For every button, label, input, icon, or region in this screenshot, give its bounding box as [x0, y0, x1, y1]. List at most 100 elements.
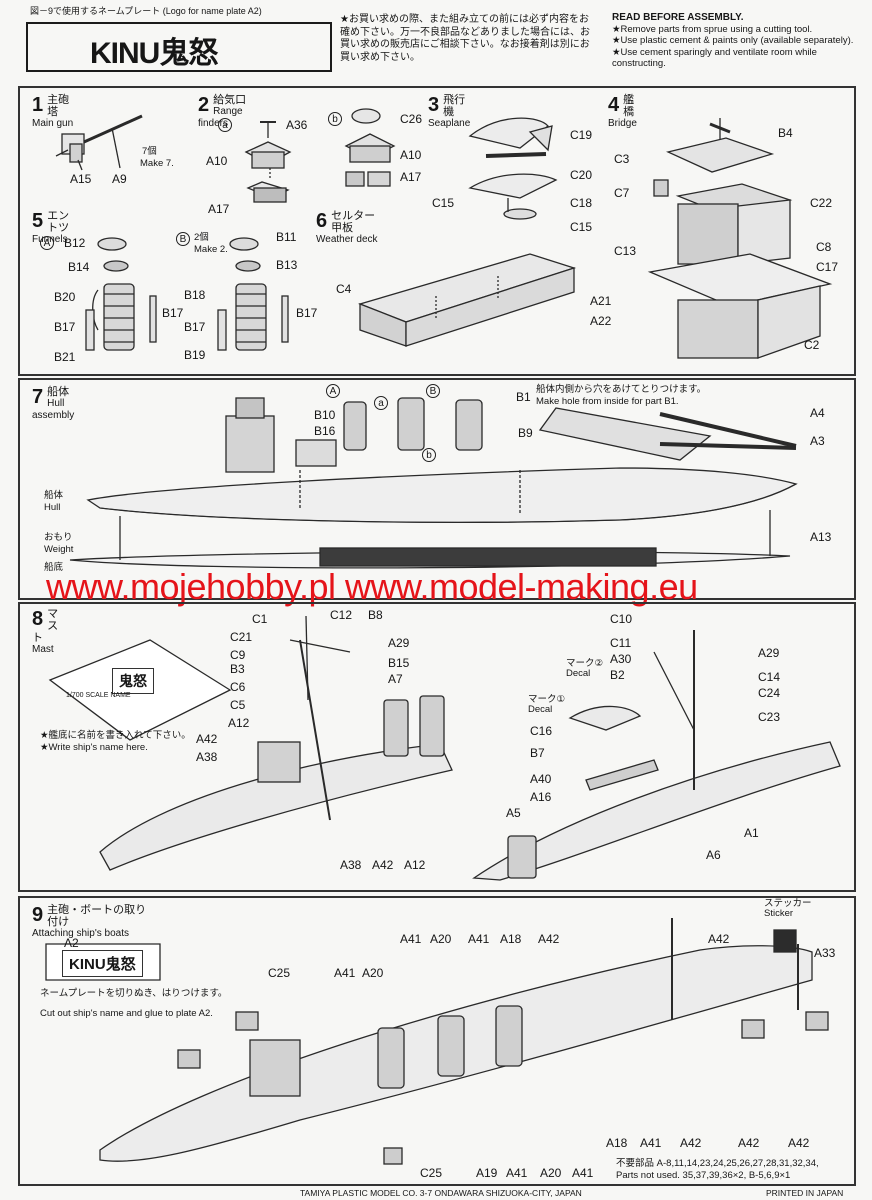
en-notice-line: ★Use plastic cement & paints only (avail… — [612, 35, 854, 46]
hull-label-jp: 船体 — [44, 490, 64, 501]
unused-parts-jp: 不要部品 A-8,11,14,23,24,25,26,27,28,31,32,3… — [616, 1158, 819, 1169]
part-label: B17 — [54, 320, 76, 334]
make-count-jp: 7個 — [142, 146, 157, 157]
variant-b-marker: B — [426, 384, 440, 398]
part-label: A42 — [680, 1136, 702, 1150]
part-label: C22 — [810, 196, 833, 210]
part-label: A4 — [810, 406, 825, 420]
footer-printed: PRINTED IN JAPAN — [766, 1188, 844, 1198]
hull-drawing — [69, 397, 798, 569]
part-label: C2 — [804, 338, 820, 352]
part-label: C17 — [816, 260, 839, 274]
part-label: A42 — [538, 932, 560, 946]
decal-1-jp: マーク① — [528, 694, 566, 705]
watermark: www.mojehobby.pl www.model-making.eu — [46, 566, 698, 607]
part-label: B4 — [778, 126, 793, 140]
part-label: A19 — [476, 1166, 498, 1180]
part-label: A41 — [572, 1166, 594, 1180]
part-label: C13 — [614, 244, 637, 258]
part-label: A41 — [468, 932, 490, 946]
part-label: C25 — [268, 966, 291, 980]
part-label: C25 — [420, 1166, 443, 1180]
part-label: A12 — [404, 858, 426, 872]
panel-step-8 — [18, 602, 856, 892]
part-label: A38 — [196, 750, 218, 764]
variant-a-marker: A — [326, 384, 340, 398]
part-label: C23 — [758, 710, 781, 724]
part-label: B1 — [516, 390, 531, 404]
part-label: B13 — [276, 258, 298, 272]
make-count-en: Make 7. — [140, 158, 174, 169]
part-label: A1 — [744, 826, 759, 840]
part-label: B20 — [54, 290, 76, 304]
part-label: A16 — [530, 790, 552, 804]
part-label: A12 — [228, 716, 250, 730]
part-label: B17 — [184, 320, 206, 334]
weight-label-en: Weight — [44, 544, 74, 555]
part-label: A2 — [64, 936, 79, 950]
part-label: A10 — [206, 154, 228, 168]
part-label: A38 — [340, 858, 362, 872]
part-label: B8 — [368, 608, 383, 622]
part-label: B17 — [296, 306, 318, 320]
part-label: C19 — [570, 128, 593, 142]
name-plate-caption: 図－9で使用するネームプレート (Logo for name plate A2) — [30, 6, 262, 16]
part-label: A29 — [388, 636, 410, 650]
part-label: B11 — [276, 230, 297, 244]
part-label: B16 — [314, 424, 336, 438]
decal-2-en: Decal — [566, 668, 591, 679]
small-name-plate: 鬼怒 — [112, 668, 154, 694]
part-label: B19 — [184, 348, 206, 362]
variant-a-marker: a — [218, 118, 232, 132]
variant-b-marker: B — [176, 232, 190, 246]
en-notice-line: ★Remove parts from sprue using a cutting… — [612, 23, 813, 35]
part-label: A5 — [506, 806, 521, 820]
part-label: C18 — [570, 196, 593, 210]
weight-label-jp: おもり — [44, 532, 73, 543]
name-plate-box: KINU鬼怒 — [26, 22, 332, 72]
part-label: A20 — [430, 932, 452, 946]
write-name-en: ★Write ship's name here. — [40, 742, 148, 753]
part-label: C11 — [610, 636, 632, 650]
name-plate-a2: KINU鬼怒 — [62, 950, 143, 977]
part-label: C9 — [230, 648, 246, 662]
part-label: A21 — [590, 294, 612, 308]
main-gun-drawing — [55, 114, 143, 171]
b1-note-en: Make hole from inside for part B1. — [536, 396, 679, 407]
part-label: A15 — [70, 172, 92, 186]
part-label: C10 — [610, 612, 633, 626]
make-count-jp: 2個 — [194, 232, 209, 243]
part-label: C15 — [432, 196, 455, 210]
part-label: A20 — [540, 1166, 562, 1180]
part-label: A22 — [590, 314, 612, 328]
part-label: B21 — [54, 350, 76, 364]
part-label: C26 — [400, 112, 423, 126]
part-label: C7 — [614, 186, 630, 200]
part-label: A18 — [500, 932, 522, 946]
decal-2-jp: マーク② — [566, 658, 604, 669]
part-label: A7 — [388, 672, 403, 686]
part-label: A33 — [814, 946, 836, 960]
panel-step-7 — [18, 378, 856, 600]
part-label: B14 — [68, 260, 90, 274]
sticker-jp: ステッカー — [764, 898, 812, 909]
part-label: C21 — [230, 630, 253, 644]
footer-address: TAMIYA PLASTIC MODEL CO. 3-7 ONDAWARA SH… — [300, 1188, 582, 1198]
part-label: B12 — [64, 236, 86, 250]
part-label: C6 — [230, 680, 246, 694]
part-label: A18 — [606, 1136, 628, 1150]
panel-steps-1-6 — [18, 86, 856, 376]
variant-b-marker: b — [422, 448, 436, 462]
part-label: A41 — [640, 1136, 662, 1150]
part-label: A3 — [810, 434, 825, 448]
part-label: A41 — [334, 966, 356, 980]
part-label: A20 — [362, 966, 384, 980]
part-label: A9 — [112, 172, 127, 186]
part-label: C3 — [614, 152, 630, 166]
bottom-label-jp: 船底 — [44, 562, 64, 573]
